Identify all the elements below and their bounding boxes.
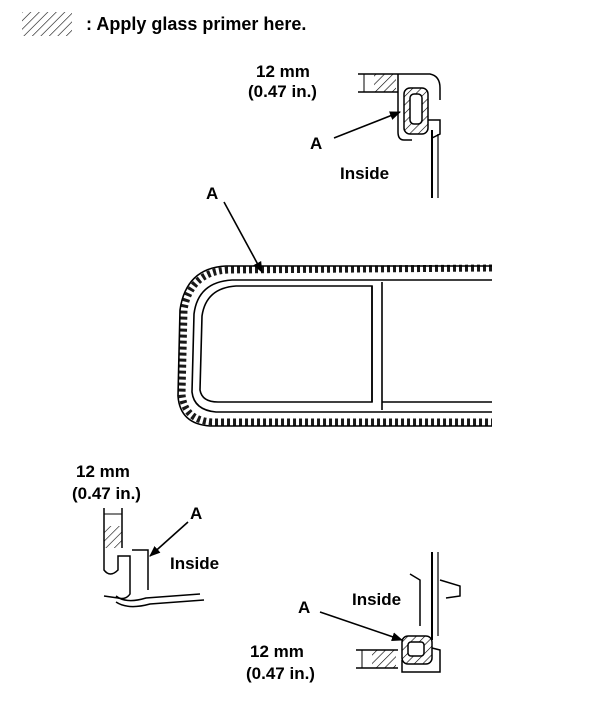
callout-arrow-top-right [333,111,402,139]
dimension-mm-bottom-right: 12 mm [250,642,304,661]
callout-label-top-right: A [310,134,323,153]
legend-text: : Apply glass primer here. [86,14,307,34]
inside-label-bottom-left: Inside [170,554,220,573]
inside-label-top-right: Inside [340,164,390,183]
detail-bottom-right-drawing [356,552,461,673]
detail-bottom-left-drawing [103,508,205,608]
inside-label-bottom-right: Inside [352,590,402,609]
dimension-in-bottom-left: (0.47 in.) [72,484,141,503]
callout-arrow-main [223,201,263,273]
dimension-mm-bottom-left: 12 mm [76,462,130,481]
callout-arrow-bottom-right [319,611,404,641]
callout-label-bottom-right: A [298,598,311,617]
dimension-in-top-right: (0.47 in.) [248,82,317,101]
main-window-drawing [177,264,493,427]
callout-label-main: A [206,184,219,203]
dimension-mm-top-right: 12 mm [256,62,310,81]
hatch-swatch-icon [22,12,72,36]
callout-label-bottom-left: A [190,504,203,523]
callout-arrow-bottom-left [149,521,189,557]
dimension-in-bottom-right: (0.47 in.) [246,664,315,683]
detail-top-right-drawing [358,73,441,198]
